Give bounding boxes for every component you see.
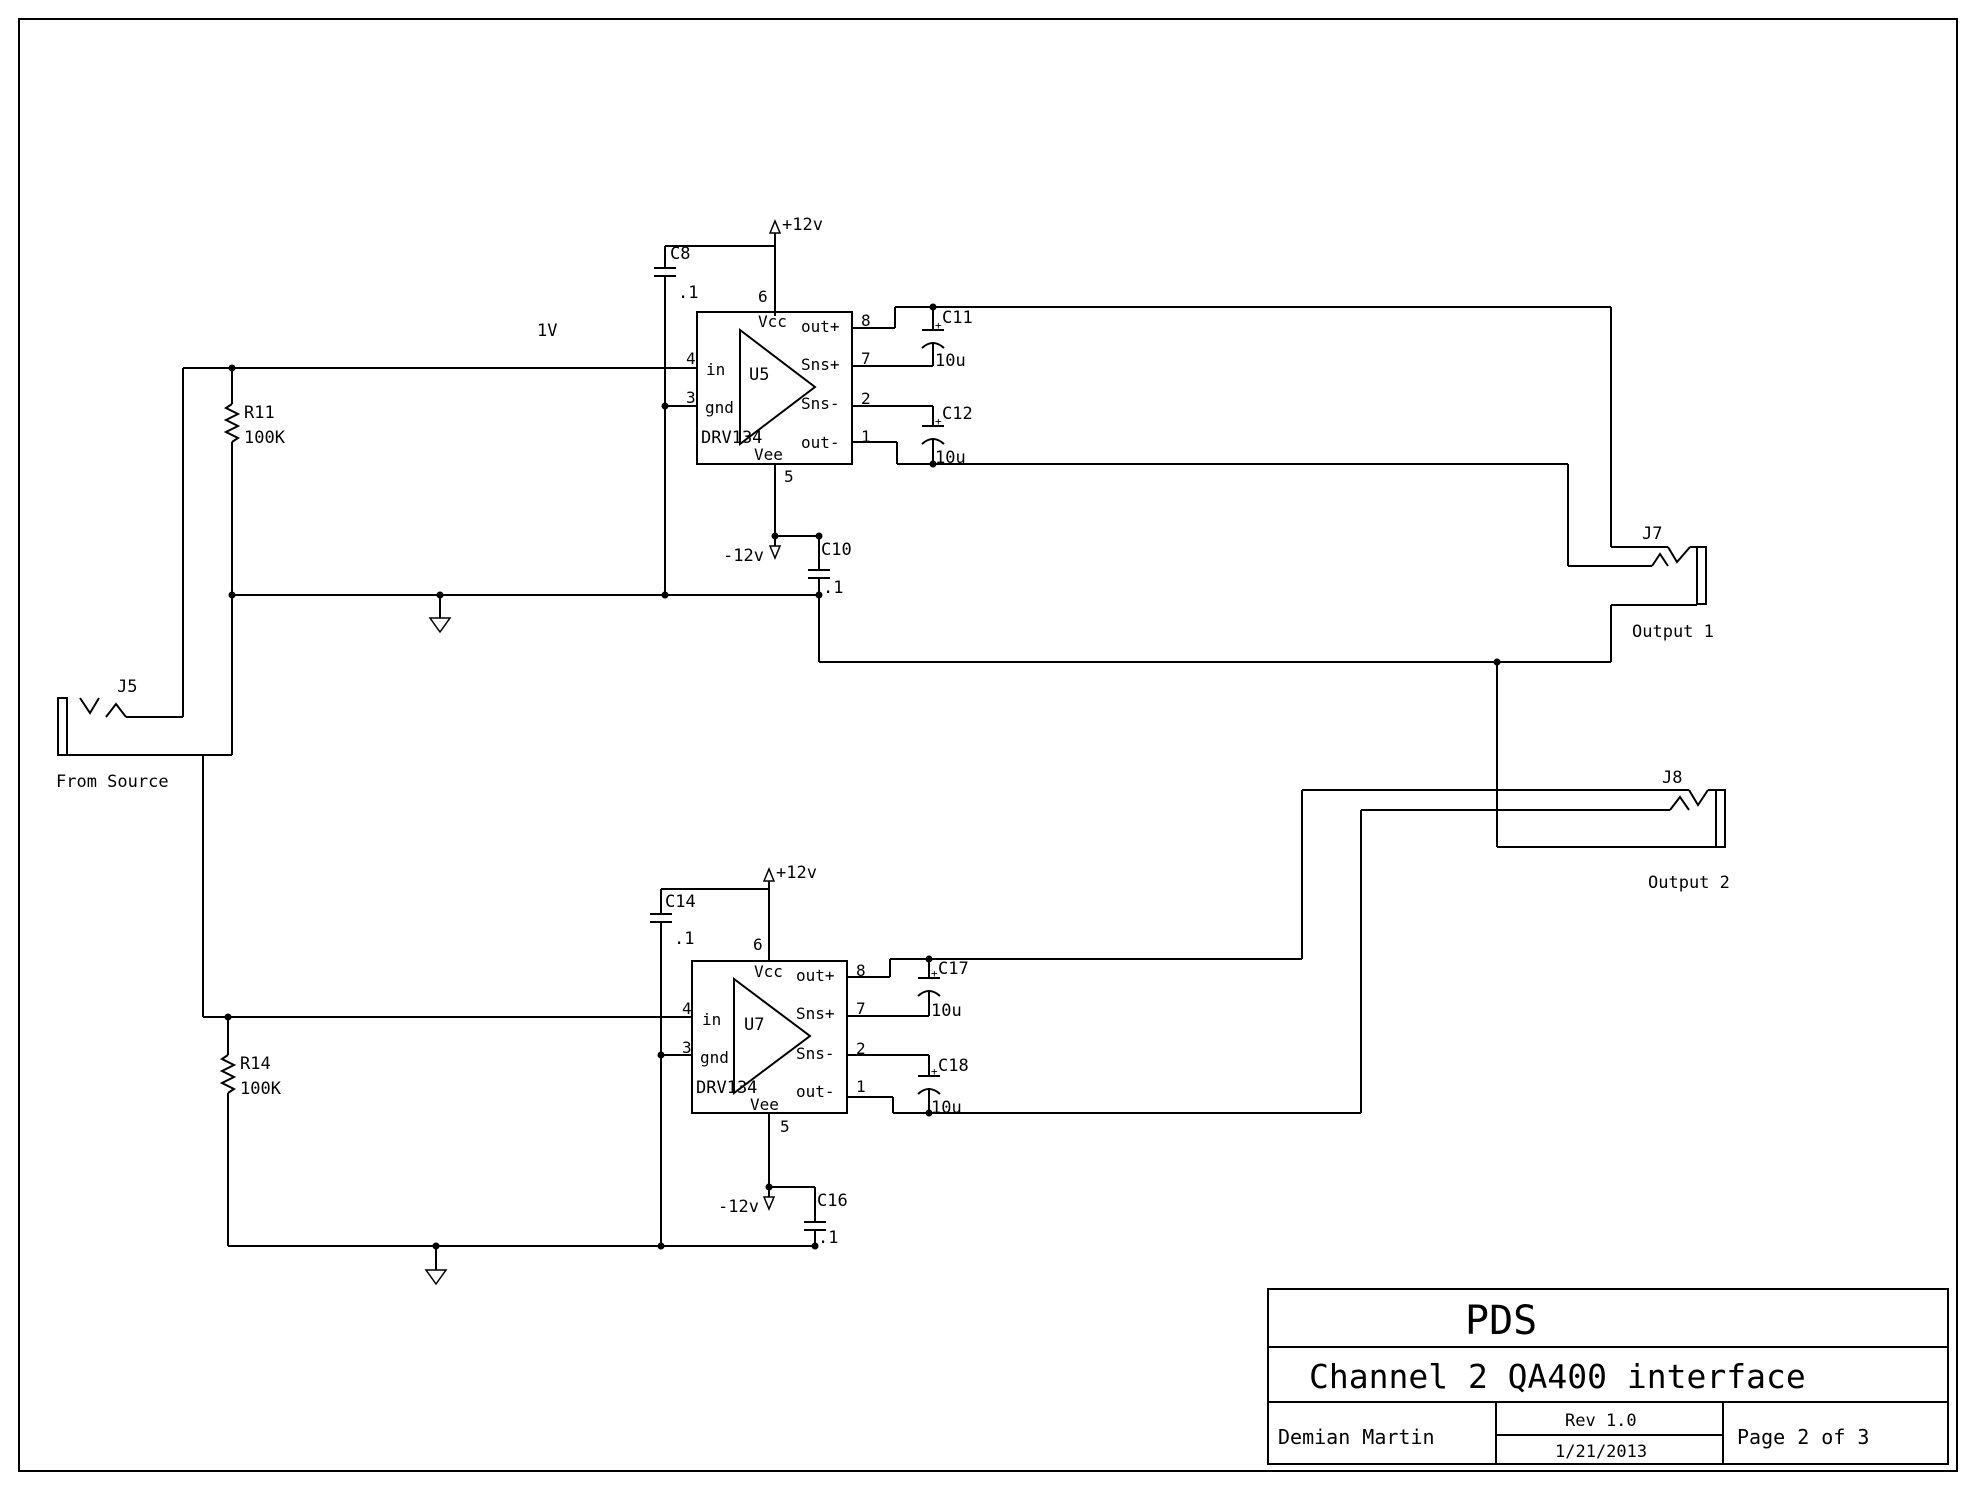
c8-value: .1 — [678, 283, 698, 303]
c8-capacitor — [654, 267, 676, 277]
u7-outp: out+ — [796, 966, 835, 985]
c8-ref: C8 — [670, 244, 690, 264]
pos-supply-symbol — [768, 219, 782, 246]
u7-gnd: gnd — [700, 1048, 729, 1067]
c16-ref: C16 — [817, 1191, 848, 1211]
j7-ref: J7 — [1642, 524, 1662, 544]
u5-pin7: 7 — [861, 349, 871, 368]
u5-gnd: gnd — [705, 398, 734, 417]
j5-jack — [57, 368, 232, 756]
u7-pin3: 3 — [682, 1038, 692, 1057]
u5-pin5: 5 — [784, 467, 794, 486]
svg-text:+: + — [935, 415, 942, 428]
j7-jack — [1611, 546, 1707, 606]
pos-supply-symbol-lower — [762, 867, 776, 889]
u5-pin6: 6 — [758, 287, 768, 306]
r11-ref: R11 — [244, 403, 275, 423]
title-author: Demian Martin — [1278, 1425, 1435, 1449]
u7-in: in — [702, 1010, 721, 1029]
r14-value: 100K — [240, 1079, 282, 1099]
voltage-note: 1V — [537, 321, 557, 341]
ground-symbol-upper — [428, 617, 452, 634]
title-page: Page 2 of 3 — [1737, 1425, 1869, 1449]
neg-supply-label-lower: -12v — [718, 1197, 759, 1217]
c14-capacitor — [650, 913, 672, 923]
c18-ref: C18 — [938, 1056, 969, 1076]
u5-pin8: 8 — [861, 311, 871, 330]
title-name: Channel 2 QA400 interface — [1309, 1357, 1806, 1396]
u5-pin2: 2 — [861, 389, 871, 408]
j5-ref: J5 — [117, 677, 137, 697]
svg-text:+: + — [935, 319, 942, 332]
j8-ref: J8 — [1662, 768, 1682, 788]
u5-snsn: Sns- — [801, 394, 840, 413]
u7-pin7: 7 — [856, 999, 866, 1018]
svg-text:+: + — [931, 1065, 938, 1078]
u5-vee: Vee — [754, 445, 783, 464]
j7-label: Output 1 — [1632, 622, 1714, 642]
u7-pin2: 2 — [856, 1039, 866, 1058]
u5-pin3: 3 — [686, 388, 696, 407]
ground-symbol-lower — [424, 1269, 448, 1286]
u5-outp: out+ — [801, 317, 840, 336]
u5-vcc: Vcc — [758, 312, 787, 331]
j5-label: From Source — [56, 772, 169, 792]
c12-ref: C12 — [942, 404, 973, 424]
u5-pin4: 4 — [686, 349, 696, 368]
u7-outn: out- — [796, 1082, 835, 1101]
j8-jack — [1669, 789, 1726, 848]
r14-resistor — [219, 1054, 237, 1094]
c18-value: 10u — [931, 1098, 962, 1118]
c11-ref: C11 — [942, 308, 973, 328]
c11-value: 10u — [935, 351, 966, 371]
r11-resistor — [223, 403, 241, 443]
title-company: PDS — [1465, 1298, 1537, 1344]
title-block: PDS Channel 2 QA400 interface Demian Mar… — [1267, 1288, 1949, 1465]
title-rev: Rev 1.0 — [1565, 1411, 1637, 1431]
u7-pin5: 5 — [780, 1117, 790, 1136]
u7-pin6: 6 — [753, 935, 763, 954]
u7-pin4: 4 — [682, 999, 692, 1018]
upper-channel: +12v C8 .1 U5 DRV134 Vcc Vee in gnd out+… — [183, 215, 1668, 755]
neg-supply-symbol-lower — [762, 1196, 776, 1211]
u5-part: DRV134 — [701, 428, 762, 448]
u5-pin1: 1 — [861, 427, 871, 446]
c17-value: 10u — [931, 1001, 962, 1021]
pos-supply-label: +12v — [782, 215, 823, 235]
u7-pin1: 1 — [856, 1077, 866, 1096]
u5-snsp: Sns+ — [801, 355, 840, 374]
c10-ref: C10 — [821, 540, 852, 560]
sheet-border — [18, 18, 1958, 1472]
c10-capacitor — [808, 569, 830, 579]
u5-outn: out- — [801, 433, 840, 452]
lower-channel: +12v C14 .1 U7 DRV134 Vcc Vee in gnd out… — [203, 789, 1689, 1286]
u7-vee: Vee — [750, 1095, 779, 1114]
j8-label: Output 2 — [1648, 873, 1730, 893]
title-date: 1/21/2013 — [1555, 1442, 1647, 1462]
u7-snsp: Sns+ — [796, 1004, 835, 1023]
u7-amp-triangle — [733, 977, 812, 1095]
u5-in: in — [706, 360, 725, 379]
neg-supply-label: -12v — [723, 546, 764, 566]
u5-ref: U5 — [749, 365, 769, 385]
r11-value: 100K — [244, 428, 286, 448]
c16-value: .1 — [818, 1228, 838, 1248]
svg-text:+: + — [931, 967, 938, 980]
u5-amp-triangle — [739, 327, 817, 447]
c14-ref: C14 — [665, 892, 696, 912]
u7-part: DRV134 — [696, 1078, 757, 1098]
c14-value: .1 — [674, 929, 694, 949]
u7-vcc: Vcc — [754, 962, 783, 981]
r14-ref: R14 — [240, 1054, 271, 1074]
pos-supply-label-lower: +12v — [776, 863, 817, 883]
u7-pin8: 8 — [856, 961, 866, 980]
neg-supply-symbol — [768, 545, 782, 560]
u7-ref: U7 — [744, 1015, 764, 1035]
u7-snsn: Sns- — [796, 1044, 835, 1063]
c10-value: .1 — [823, 578, 843, 598]
c17-ref: C17 — [938, 959, 969, 979]
